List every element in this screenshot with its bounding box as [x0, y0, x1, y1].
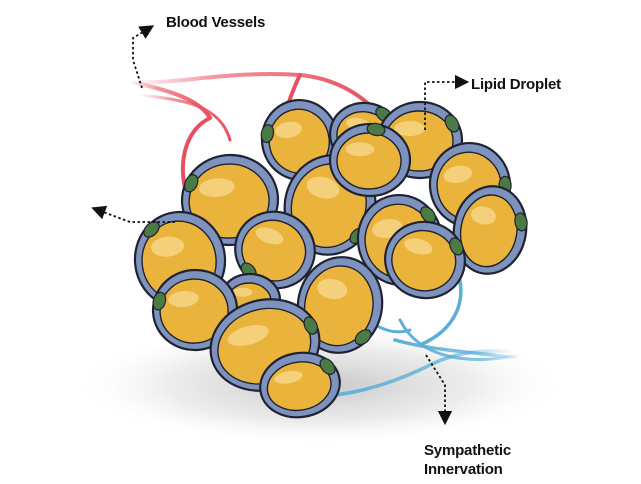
nucleus — [354, 329, 372, 346]
adipocyte-cluster — [133, 98, 528, 419]
adipocyte-cell — [384, 220, 466, 300]
adipocyte-cell — [452, 185, 528, 275]
adipocyte-cell — [234, 210, 316, 290]
nucleus — [183, 174, 199, 193]
sympathetic-label-line1: Sympathetic — [424, 442, 511, 459]
lipid-droplet-pointer — [424, 74, 470, 130]
lipid-droplet — [336, 132, 402, 190]
nucleus-pointer — [91, 205, 175, 223]
nucleus — [152, 291, 167, 311]
sympathetic-label-line2: Innervation — [424, 461, 503, 478]
nucleus — [444, 114, 460, 133]
nucleus — [449, 237, 464, 256]
adipocyte-cell — [259, 351, 341, 419]
nucleus — [303, 316, 319, 335]
lipid-droplet-label: Lipid Droplet — [471, 76, 561, 93]
nucleus — [143, 221, 160, 238]
nucleus — [260, 124, 275, 144]
blood-vessels-label: Blood Vessels — [166, 14, 266, 31]
nucleus — [319, 357, 336, 375]
sympathetic-innervation-pointer — [425, 354, 453, 426]
label-pointers — [91, 25, 470, 426]
adipocyte-cell — [328, 122, 412, 198]
adipocyte-cell — [296, 256, 384, 354]
blood-vessels-pointer — [132, 25, 155, 89]
nucleus — [366, 122, 386, 137]
nucleus — [514, 212, 528, 232]
sympathetic-innervation-label: Sympathetic Innervation — [424, 441, 511, 479]
nucleus — [420, 206, 437, 224]
